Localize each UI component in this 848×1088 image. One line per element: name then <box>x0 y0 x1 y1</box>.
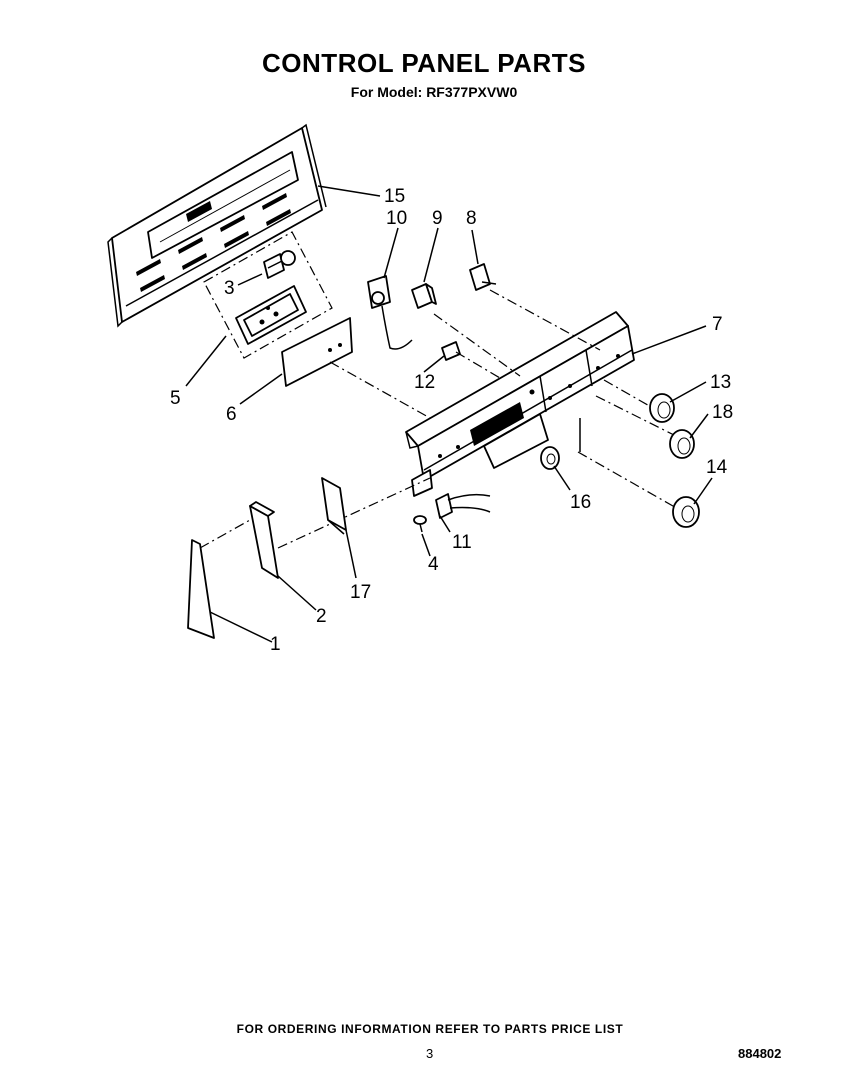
thermostat-part-10 <box>367 275 413 350</box>
page-title: CONTROL PANEL PARTS <box>262 48 586 78</box>
callout-5: 5 <box>170 388 181 409</box>
assembly-lines <box>199 289 681 549</box>
callout-numbers: 15 10 9 8 7 13 18 14 16 12 3 5 6 11 4 17… <box>170 186 733 655</box>
callout-4: 4 <box>428 554 439 575</box>
callout-9: 9 <box>432 208 443 229</box>
model-subtitle: For Model: RF377PXVW0 <box>350 84 518 100</box>
knob-part-16 <box>540 446 560 470</box>
switch-part-9 <box>411 283 437 309</box>
callout-14: 14 <box>706 457 728 478</box>
callout-10: 10 <box>386 208 407 229</box>
callout-17: 17 <box>350 582 371 603</box>
callout-15: 15 <box>384 186 405 207</box>
callout-2: 2 <box>316 606 327 627</box>
callout-18: 18 <box>712 402 733 423</box>
callout-11: 11 <box>452 532 472 553</box>
callout-7: 7 <box>712 314 723 335</box>
switch-part-3 <box>263 250 296 279</box>
document-number: 884802 <box>738 1046 782 1061</box>
callout-12: 12 <box>414 372 435 393</box>
knob-part-14 <box>672 496 700 528</box>
ordering-note: FOR ORDERING INFORMATION REFER TO PARTS … <box>236 1022 624 1036</box>
callout-16: 16 <box>570 492 591 513</box>
knob-part-18 <box>669 429 695 459</box>
display-module-part-5 <box>203 231 333 359</box>
callout-1: 1 <box>270 634 281 655</box>
switch-part-8 <box>469 263 497 291</box>
callout-8: 8 <box>466 208 477 229</box>
callout-3: 3 <box>224 278 235 299</box>
callout-6: 6 <box>226 404 237 425</box>
rear-panel-part-15 <box>107 123 327 328</box>
bracket-part-17 <box>321 477 347 535</box>
console-part-7 <box>405 311 635 497</box>
connector-part-12 <box>441 341 461 361</box>
end-cap-part-2 <box>249 501 279 579</box>
end-trim-part-1 <box>187 539 215 639</box>
overlay-plate-part-6 <box>281 317 353 387</box>
screw-part-4 <box>413 515 427 533</box>
callout-13: 13 <box>710 372 731 393</box>
page-number: 3 <box>426 1046 434 1061</box>
leader-lines <box>185 185 713 643</box>
socket-part-11 <box>435 493 491 519</box>
knob-part-13 <box>649 393 675 423</box>
